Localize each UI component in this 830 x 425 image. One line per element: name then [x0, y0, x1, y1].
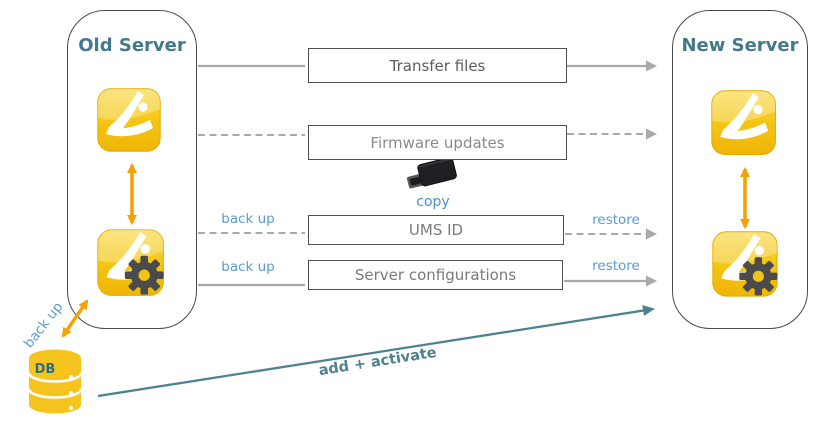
new-server-title: New Server [681, 35, 799, 56]
old-server-app-icon [97, 88, 161, 152]
db-backup-arrow [61, 299, 89, 338]
ums-id-box: UMS ID [308, 215, 564, 245]
new-server-config-icon [713, 232, 778, 296]
db-label: DB [34, 362, 56, 377]
new-server-app-icon [711, 90, 776, 155]
copy-label: copy [416, 194, 450, 210]
firmware-updates-label: Firmware updates [370, 133, 505, 152]
firmware-updates-box: Firmware updates [308, 125, 567, 160]
backup-config-label: back up [221, 259, 275, 275]
restore-ums-label: restore [592, 212, 640, 228]
transfer-files-box: Transfer files [308, 48, 567, 83]
add-activate-arrow [97, 305, 655, 398]
server-configurations-label: Server configurations [354, 266, 517, 284]
restore-config-label: restore [592, 258, 640, 274]
old-server-config-icon [98, 230, 164, 296]
ums-id-label: UMS ID [408, 221, 464, 239]
database-icon [27, 349, 83, 414]
backup-ums-label: back up [221, 211, 275, 227]
old-server-title: Old Server [78, 35, 186, 56]
server-configurations-box: Server configurations [308, 260, 563, 290]
transfer-files-label: Transfer files [389, 56, 486, 75]
usb-stick-icon [406, 156, 457, 189]
